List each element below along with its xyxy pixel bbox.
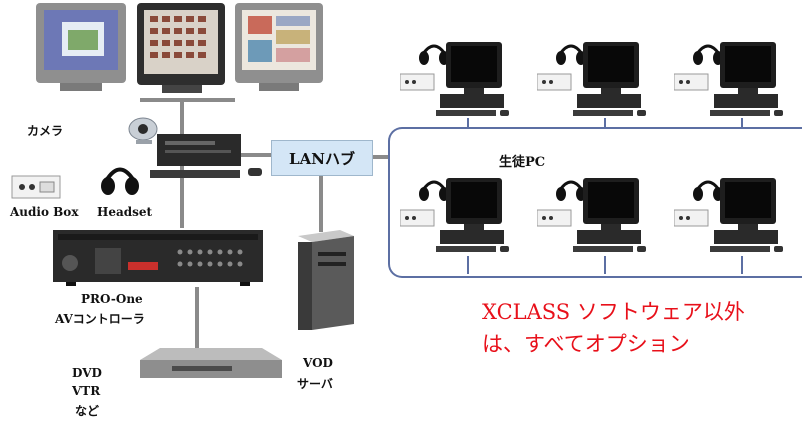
audio-box-device xyxy=(11,175,61,199)
vtr-label: VTR xyxy=(72,384,101,398)
camera-device xyxy=(128,117,158,144)
options-note: XCLASS ソフトウェア以外は、すべてオプション xyxy=(482,300,745,356)
teacher-monitor-center xyxy=(137,3,225,93)
vod-server xyxy=(298,230,354,330)
controller-label-type: AVコントローラ xyxy=(55,312,145,326)
teacher-pc xyxy=(150,134,262,178)
lan-hub-label: LANハブ xyxy=(289,149,355,168)
student-pc-label: 生徒PC xyxy=(499,155,546,170)
teacher-monitor-left xyxy=(36,3,126,91)
headset-label: Headset xyxy=(97,205,153,219)
student-pc-station xyxy=(674,42,785,118)
av-controller xyxy=(53,230,263,286)
camera-label: カメラ xyxy=(27,124,64,138)
dvd-label: DVD xyxy=(72,366,102,380)
station-drop-lines xyxy=(467,118,743,274)
server-label: サーバ xyxy=(297,377,333,391)
lan-hub: LANハブ xyxy=(271,140,373,176)
dvd-vtr-player xyxy=(140,348,282,378)
teacher-headset xyxy=(101,167,139,195)
etc-label: など xyxy=(75,404,100,418)
student-pc-station xyxy=(400,42,511,118)
audio-box-label: Audio Box xyxy=(10,205,79,219)
teacher-monitor-right xyxy=(235,3,323,91)
vod-label: VOD xyxy=(303,356,333,370)
student-pc-station xyxy=(537,42,648,118)
student-lan-network xyxy=(388,127,802,278)
controller-label-name: PRO-One xyxy=(81,292,143,306)
